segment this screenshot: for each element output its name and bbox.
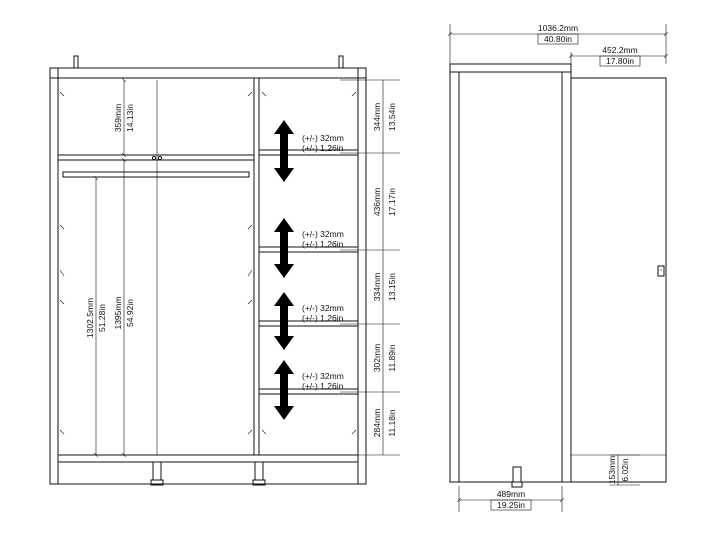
shelf-gap-mm: 284mm [372,409,382,437]
dim-top-shelf-in: 14.13in [125,104,135,132]
dim-hanging-a-mm: 1302.5mm [85,298,95,338]
leg [152,461,162,481]
shelf-gap-in: 11.89in [387,344,397,372]
adjust-arrow [274,218,294,278]
shelf-gap-dimensions: 344mm 13.54in 436mm 17.17in 334mm 13.15i… [340,79,400,456]
dim-depth-mm: 452.2mm [602,45,637,55]
dim-hanging-a-in: 51.28in [97,304,107,332]
shelf-gap-in: 13.15in [387,273,397,301]
dim-leg-height-in: 6.02in [620,458,630,481]
dim-leg-height-mm: 153mm [607,456,617,484]
adjust-arrow [274,120,294,182]
adjust-label-mm: (+/-) 32mm [302,133,344,143]
front-view: 359mm 14.13in 1302.5mm 51.28in 1395mm 54… [49,55,400,486]
adjust-label-in: (+/-) 1,26in [302,239,344,249]
adjust-arrow [274,360,294,420]
shelf-gap-in: 13.54in [387,103,397,131]
adjust-label-mm: (+/-) 32mm [302,229,344,239]
right-shelves [258,149,359,395]
dim-top-shelf-mm: 359mm [113,104,123,132]
adjust-label-in: (+/-) 1,26in [302,143,344,153]
dim-base-depth-mm: 489mm [497,489,525,499]
adjust-label-in: (+/-) 1,26in [302,313,344,323]
cabinet-outline [49,67,367,485]
shelf-gap-in: 17.17in [387,188,397,216]
shelf-gap-mm: 436mm [372,188,382,216]
adjust-label-mm: (+/-) 32mm [302,371,344,381]
dim-overall-width-mm: 1036.2mm [538,23,578,33]
side-view: 1036.2mm 40.80in 452.2mm 17.80in 489mm 1… [450,23,666,512]
door-handle [657,265,665,277]
dim-depth-in: 17.80in [606,56,634,66]
dim-hanging-b-in: 54.92in [125,299,135,327]
shelf-gap-mm: 302mm [372,344,382,372]
shelf-gap-in: 11.18in [387,409,397,437]
shelf-gap-mm: 344mm [372,103,382,131]
shelf-gap-mm: 334mm [372,273,382,301]
leg [254,461,264,481]
adjust-label-mm: (+/-) 32mm [302,303,344,313]
adjust-label-in: (+/-) 1,26in [302,381,344,391]
side-panel [570,77,667,483]
dim-overall-width-in: 40.80in [544,34,572,44]
leg [512,466,522,483]
side-panel-front [449,63,572,483]
dim-hanging-b-mm: 1395mm [113,296,123,329]
adjust-arrow [274,292,294,350]
dim-base-depth-in: 19.25in [497,500,525,510]
